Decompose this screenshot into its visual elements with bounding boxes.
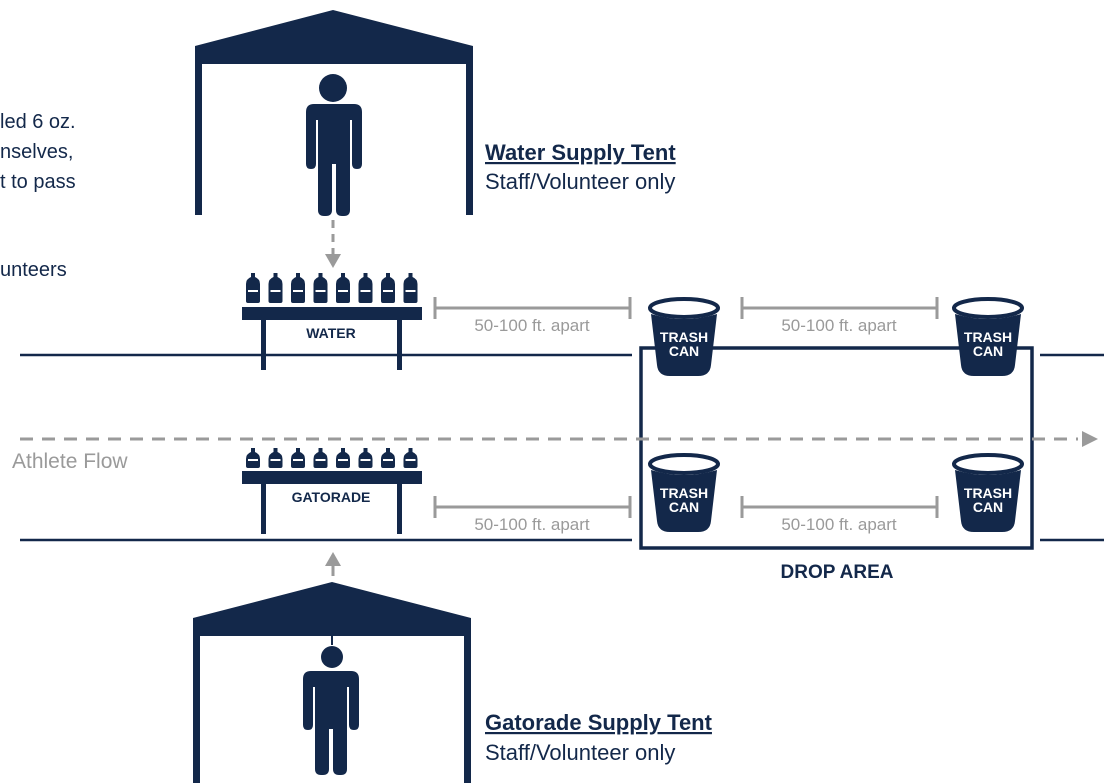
- water-table-label: WATER: [306, 325, 356, 341]
- tent-roof: [193, 582, 471, 636]
- athlete-flow-label: Athlete Flow: [12, 450, 128, 473]
- svg-text:CAN: CAN: [669, 499, 699, 515]
- water-supply-label: Water Supply Tent Staff/Volunteer only: [485, 140, 676, 194]
- svg-text:TRASH: TRASH: [660, 485, 708, 501]
- tent-pole-left: [195, 62, 202, 215]
- bottle-icon: [246, 273, 260, 303]
- bottle-icon: [336, 273, 350, 303]
- bottle-icon: [268, 448, 283, 468]
- gatorade-bottles: [246, 448, 418, 468]
- bottle-label-band: [338, 290, 348, 292]
- intro-line-2: nselves,: [0, 141, 73, 163]
- svg-text:TRASH: TRASH: [660, 329, 708, 345]
- gatorade-supply-label: Gatorade Supply Tent Staff/Volunteer onl…: [485, 710, 713, 765]
- bottle-label-band: [360, 290, 371, 292]
- bottle-label-band: [360, 459, 371, 461]
- distance-label-top-left: 50-100 ft. apart: [474, 316, 590, 335]
- svg-text:CAN: CAN: [669, 343, 699, 359]
- distance-measure-top-right: 50-100 ft. apart: [740, 297, 939, 335]
- bottle-icon: [268, 273, 283, 303]
- bottle-label-band: [315, 290, 326, 292]
- bottle-label-band: [338, 459, 348, 461]
- athlete-flow-arrow: [20, 431, 1098, 447]
- bottle-icon: [336, 448, 350, 468]
- bottle-label-band: [293, 459, 303, 461]
- gatorade-supply-title: Gatorade Supply Tent: [485, 710, 713, 735]
- intro-line-3: t to pass: [0, 171, 76, 193]
- trash-can-bottom-right: TRASH CAN: [952, 453, 1024, 532]
- gatorade-table-icon: [242, 471, 422, 534]
- svg-text:TRASH: TRASH: [964, 485, 1012, 501]
- bottle-icon: [291, 273, 305, 303]
- water-supply-subtitle: Staff/Volunteer only: [485, 169, 675, 194]
- distance-measure-bottom-right: 50-100 ft. apart: [740, 496, 939, 534]
- bottle-label-band: [270, 290, 281, 292]
- distance-label-top-right: 50-100 ft. apart: [781, 316, 897, 335]
- gatorade-table-label: GATORADE: [292, 489, 371, 505]
- bottle-icon: [381, 448, 395, 468]
- water-supply-tent-icon: [195, 10, 473, 215]
- tent-roof: [195, 10, 473, 64]
- gatorade-supply-subtitle: Staff/Volunteer only: [485, 740, 675, 765]
- distance-label-bottom-right: 50-100 ft. apart: [781, 515, 897, 534]
- distance-measure-bottom-left: 50-100 ft. apart: [433, 496, 632, 534]
- tent-pole-left: [193, 634, 200, 783]
- intro-text: led 6 oz. nselves, t to pass unteers: [0, 111, 76, 281]
- gatorade-supply-tent-icon: [193, 582, 471, 783]
- gatorade-volunteer-person-icon: [303, 646, 359, 775]
- bottle-label-band: [315, 459, 326, 461]
- trash-can-top-right: TRASH CAN: [952, 297, 1024, 376]
- bottle-label-band: [293, 290, 303, 292]
- bottle-icon: [358, 448, 373, 468]
- bottle-label-band: [248, 459, 258, 461]
- intro-line-1: led 6 oz.: [0, 111, 76, 133]
- bottle-label-band: [405, 459, 416, 461]
- bottle-label-band: [383, 459, 393, 461]
- tent-pole-right: [464, 634, 471, 783]
- course-boundaries: [20, 353, 1104, 542]
- bottle-icon: [246, 448, 260, 468]
- distance-measure-top-left: 50-100 ft. apart: [433, 297, 632, 335]
- water-bottles: [246, 273, 418, 303]
- water-table-icon: [242, 307, 422, 370]
- svg-text:CAN: CAN: [973, 499, 1003, 515]
- trash-can-bottom-left: TRASH CAN: [648, 453, 720, 532]
- drop-area-label: DROP AREA: [781, 562, 894, 583]
- water-supply-title: Water Supply Tent: [485, 140, 676, 165]
- tent-pole-right: [466, 62, 473, 215]
- bottle-label-band: [248, 290, 258, 292]
- water-volunteer-person-icon: [306, 74, 362, 216]
- bottle-icon: [381, 273, 395, 303]
- bottle-icon: [291, 448, 305, 468]
- water-supply-arrow: [325, 220, 341, 268]
- bottle-label-band: [405, 290, 416, 292]
- bottle-icon: [358, 273, 373, 303]
- svg-text:TRASH: TRASH: [964, 329, 1012, 345]
- drop-area-box: [639, 346, 1034, 550]
- bottle-icon: [403, 448, 418, 468]
- trash-can-top-left: TRASH CAN: [648, 297, 720, 376]
- distance-label-bottom-left: 50-100 ft. apart: [474, 515, 590, 534]
- bottle-icon: [313, 448, 328, 468]
- bottle-icon: [313, 273, 328, 303]
- svg-text:CAN: CAN: [973, 343, 1003, 359]
- bottle-icon: [403, 273, 418, 303]
- gatorade-supply-arrow: [325, 552, 341, 576]
- bottle-label-band: [270, 459, 281, 461]
- intro-line-4: unteers: [0, 259, 67, 281]
- bottle-label-band: [383, 290, 393, 292]
